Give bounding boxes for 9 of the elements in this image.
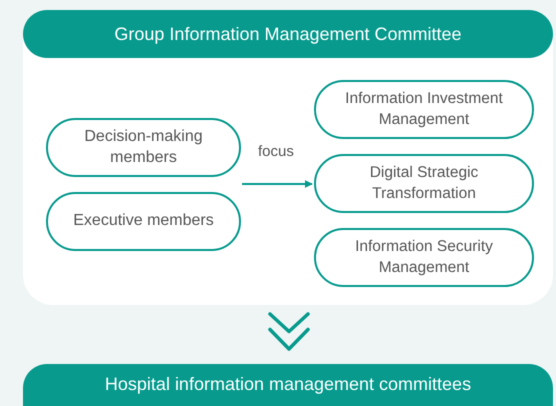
double-chevron-arrow: [268, 312, 310, 351]
rounded-box: Decision-making members: [46, 118, 241, 177]
rounded-box: Information Investment Management: [314, 80, 534, 139]
rounded-box: Digital Strategic Transformation: [314, 154, 534, 213]
committee-banner: Hospital information management committees: [23, 364, 553, 406]
committee-panel: [23, 10, 553, 305]
rounded-box: Information Security Management: [314, 228, 534, 287]
panel-header: Group Information Management Committee: [23, 10, 553, 58]
rounded-box: Executive members: [46, 192, 241, 251]
